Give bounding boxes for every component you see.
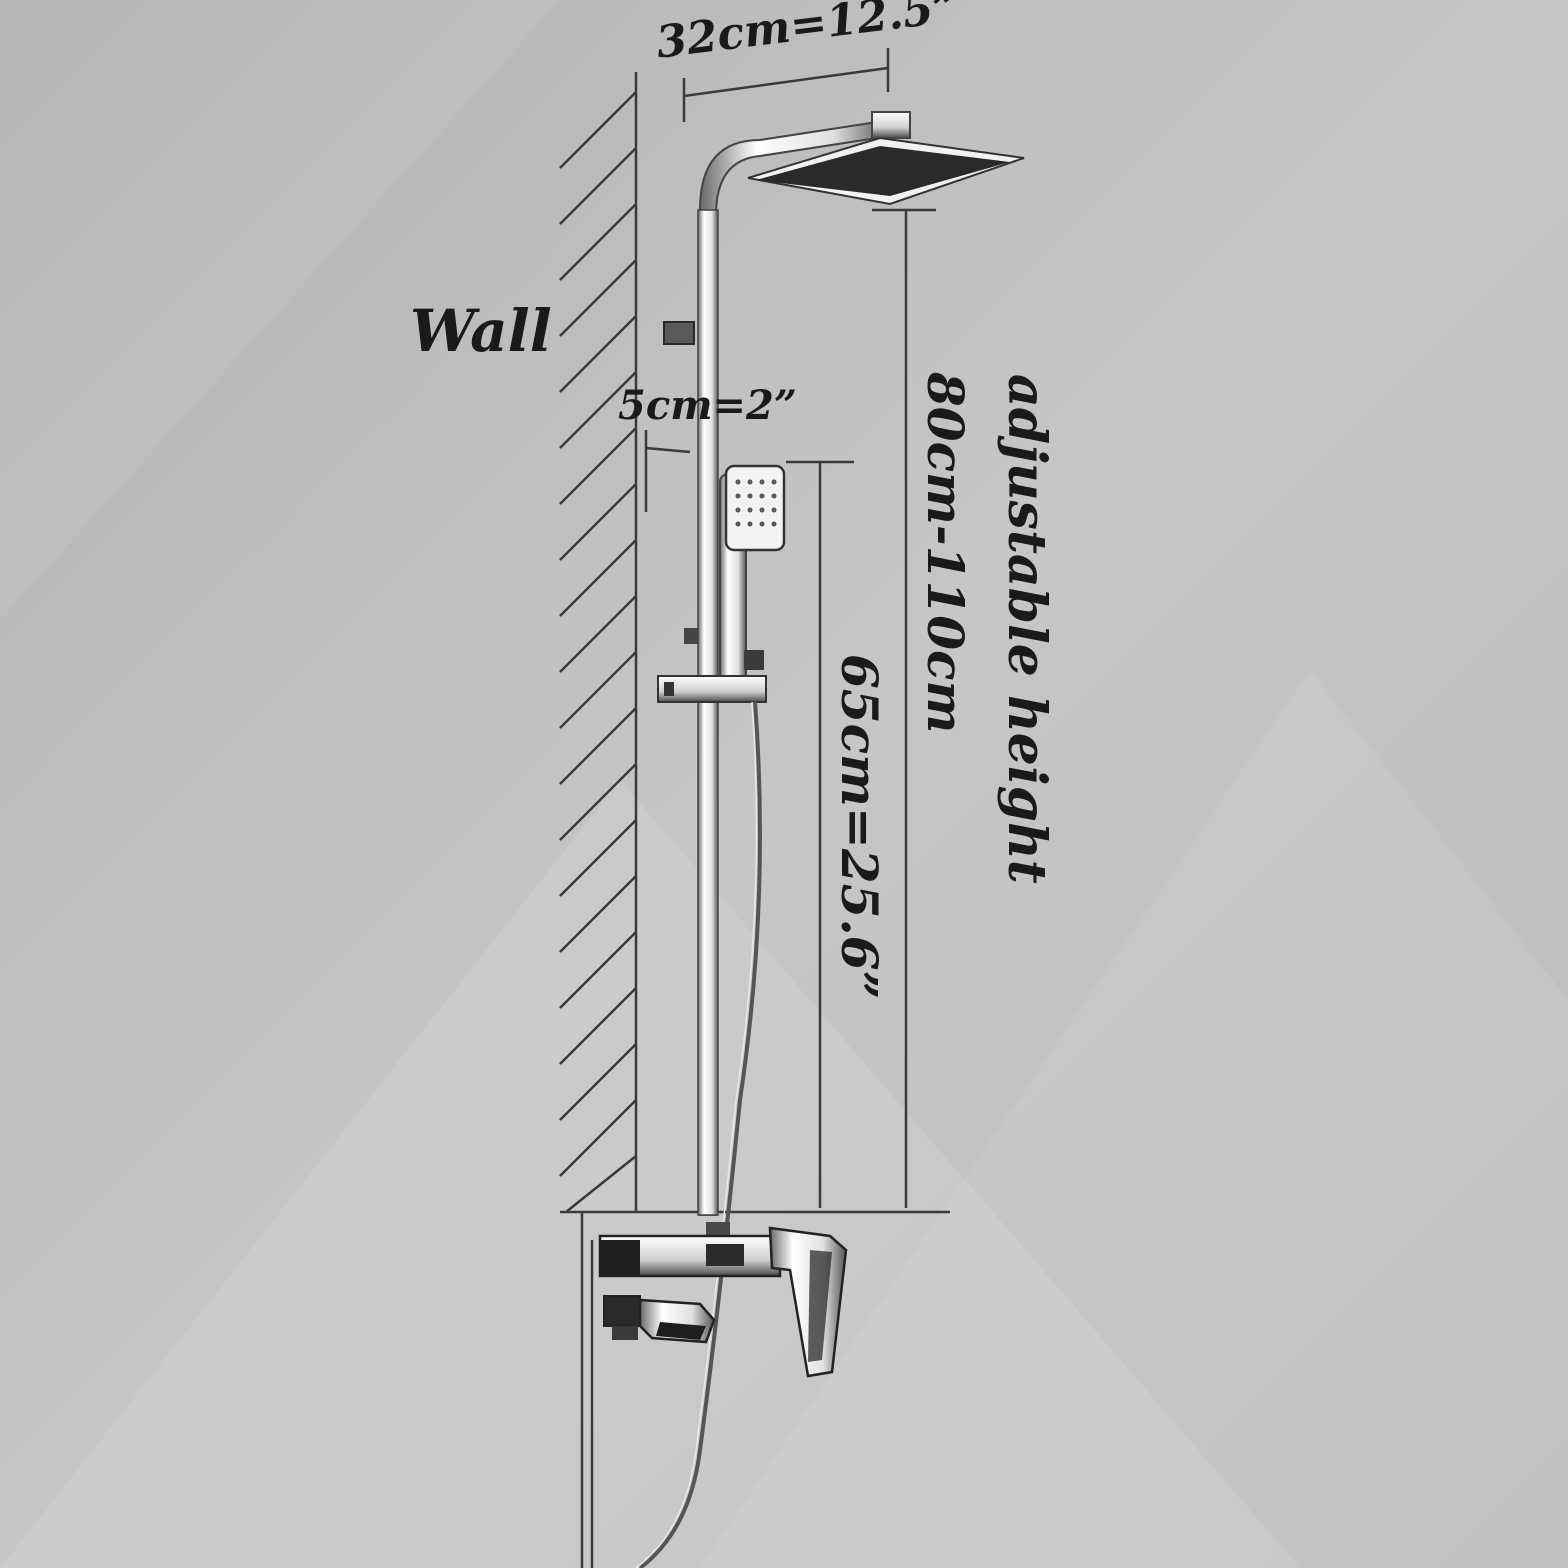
background-triangle — [700, 670, 1568, 1568]
shower-hose — [638, 701, 762, 1568]
adjustable-height-label: adjustable height — [996, 374, 1057, 884]
background-triangle — [0, 780, 1300, 1568]
shower-hose-highlight — [635, 701, 758, 1568]
base-lines — [560, 1210, 950, 1568]
rain-shower-head — [747, 111, 1025, 206]
slide-holder — [657, 675, 767, 703]
background-triangle — [0, 0, 560, 620]
width-dimension — [682, 48, 890, 122]
wall-label: Wall — [410, 297, 552, 365]
hand-shower — [719, 464, 786, 685]
tub-spout — [603, 1295, 716, 1344]
wall-offset-dimension — [644, 430, 691, 512]
slide-bar-label: 65cm=25.6” — [830, 654, 889, 1000]
overall-height-label: 80cm-110cm — [916, 372, 975, 734]
wall-offset-label: 5cm=2” — [618, 382, 797, 429]
mixer-valve — [598, 1222, 848, 1378]
wall-hatching — [559, 72, 638, 1213]
slide-bar-dimension — [786, 460, 854, 1208]
overall-height-dimension — [872, 208, 936, 1208]
